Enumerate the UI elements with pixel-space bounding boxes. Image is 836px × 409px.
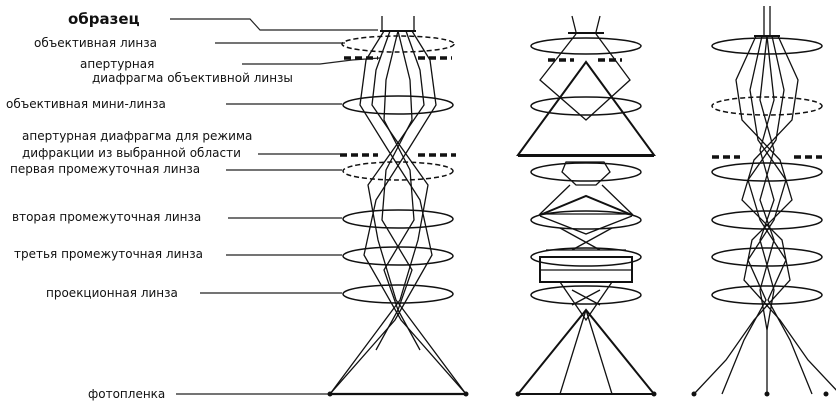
label-projector-lens: проекционная линза: [46, 286, 178, 300]
objective-lens-2: [530, 37, 642, 55]
specimen-rod-2a: [571, 15, 577, 33]
intermediate-lens-1: [342, 161, 454, 181]
film-dot-3-right: [823, 391, 829, 397]
label-specimen: образец: [68, 10, 140, 28]
film-dot-right: [463, 391, 469, 397]
projector-lens: [342, 284, 454, 304]
leader-lines: [170, 18, 381, 395]
column-third-mode: [691, 6, 836, 397]
label-aperture-line1: апертурная: [80, 57, 154, 71]
objective-minilens-2: [530, 96, 642, 116]
column-imaging-mode: [327, 16, 469, 397]
column-diffraction-mode: [515, 15, 657, 397]
objective-minilens-3: [711, 96, 823, 116]
intermediate-lens-3-1: [711, 162, 823, 182]
intermediate-lens-3-2: [711, 210, 823, 230]
intermediate-lens-2-3: [530, 247, 642, 267]
objective-lens: [341, 35, 455, 53]
intermediate-lens-2: [342, 209, 454, 229]
intermediate-lens-2-2: [530, 210, 642, 230]
label-group: образец объективная линза апертурная диа…: [6, 10, 293, 401]
label-objective-lens: объективная линза: [34, 36, 157, 50]
film-dot-3-left: [691, 391, 697, 397]
rays-column-3: [693, 35, 836, 395]
label-objective-minilens: объективная мини-линза: [6, 97, 166, 111]
projector-lens-3: [711, 285, 823, 305]
film-dot-2-left: [515, 391, 521, 397]
specimen-rod-2b: [595, 15, 601, 33]
rays-column-2: [515, 33, 657, 395]
label-intermediate-lens-3: третья промежуточная линза: [14, 247, 203, 261]
label-intermediate-lens-2: вторая промежуточная линза: [12, 210, 201, 224]
label-aperture-line2: диафрагма объективной линзы: [92, 71, 293, 85]
label-sad-line1: апертурная диафрагма для режима: [22, 129, 252, 143]
objective-minilens: [342, 95, 454, 115]
film-dot-2-right: [651, 391, 657, 397]
label-intermediate-lens-1: первая промежуточная линза: [10, 162, 200, 176]
label-film: фотопленка: [88, 387, 165, 401]
film-dot-3-center: [764, 391, 770, 397]
leader-specimen: [170, 18, 378, 31]
label-sad-line2: дифракции из выбранной области: [22, 146, 241, 160]
rays-column-1: [329, 30, 467, 395]
intermediate-lens-3: [342, 246, 454, 266]
projector-lens-2: [530, 285, 642, 305]
film-dot-left: [327, 391, 333, 397]
intermediate-lens-2-1: [530, 162, 642, 182]
